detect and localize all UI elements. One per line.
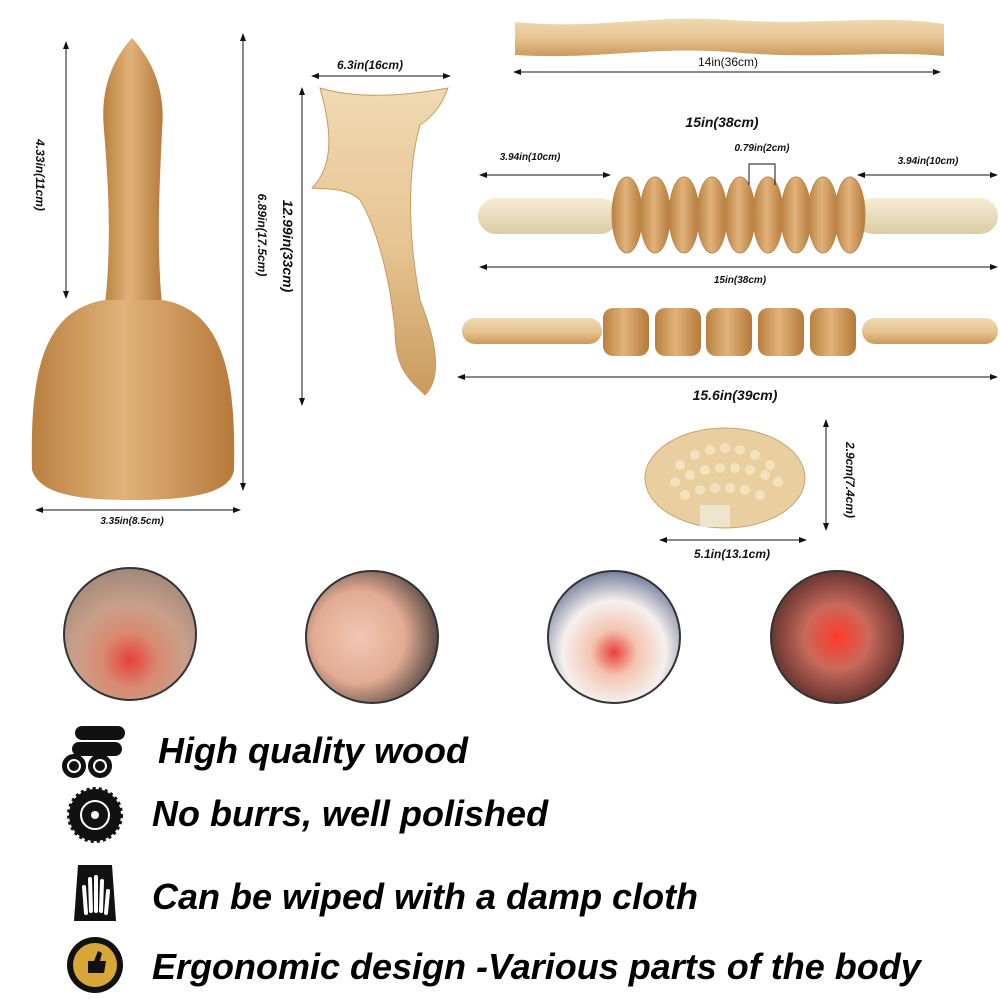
gua-sha-board — [311, 87, 449, 396]
cup-width-label: 3.35in(8.5cm) — [100, 516, 164, 527]
left-handle-label: 3.94in(10cm) — [499, 152, 561, 163]
cup-total-height-label: 6.89in(17.5cm) — [255, 193, 269, 277]
feature-text: No burrs, well polished — [152, 793, 549, 834]
wipe-cloth-icon — [74, 865, 116, 921]
brush-width-label: 5.1in(13.1cm) — [693, 547, 771, 561]
brush-height-label: 2.9cm(7.4cm) — [843, 441, 857, 519]
cube-roller-length-label: 15.6in(39cm) — [692, 387, 778, 403]
wooden-cup — [31, 38, 235, 500]
wheel-roller-length-label: 15in(38cm) — [713, 275, 767, 286]
wheel-roller — [478, 176, 998, 254]
cup-handle-height-label: 4.33in(11cm) — [33, 139, 47, 211]
logs-icon — [62, 726, 125, 778]
feature-text: Ergonomic design -Various parts of the b… — [152, 946, 921, 987]
massage-brush — [644, 427, 806, 529]
abdomen-pain-photo — [770, 570, 904, 704]
guarantee-badge-icon — [67, 937, 123, 993]
saw-blade-icon — [67, 787, 123, 843]
stick-length-label: 14in(36cm) — [697, 55, 759, 69]
wheel-roller-title: 15in(38cm) — [685, 114, 759, 130]
feature-text: Can be wiped with a damp cloth — [152, 876, 699, 917]
board-height-label: 12.99in(33cm) — [280, 199, 296, 293]
feature-text: High quality wood — [158, 730, 468, 771]
board-width-label: 6.3in(16cm) — [336, 58, 404, 72]
wheel-gap-label: 0.79in(2cm) — [734, 143, 790, 154]
neck-pain-photo — [63, 567, 197, 701]
wooden-stick — [515, 18, 944, 57]
cube-roller — [462, 308, 998, 356]
right-handle-label: 3.94in(10cm) — [897, 156, 959, 167]
back-pain-photo — [547, 570, 681, 704]
thigh-photo — [305, 570, 439, 704]
